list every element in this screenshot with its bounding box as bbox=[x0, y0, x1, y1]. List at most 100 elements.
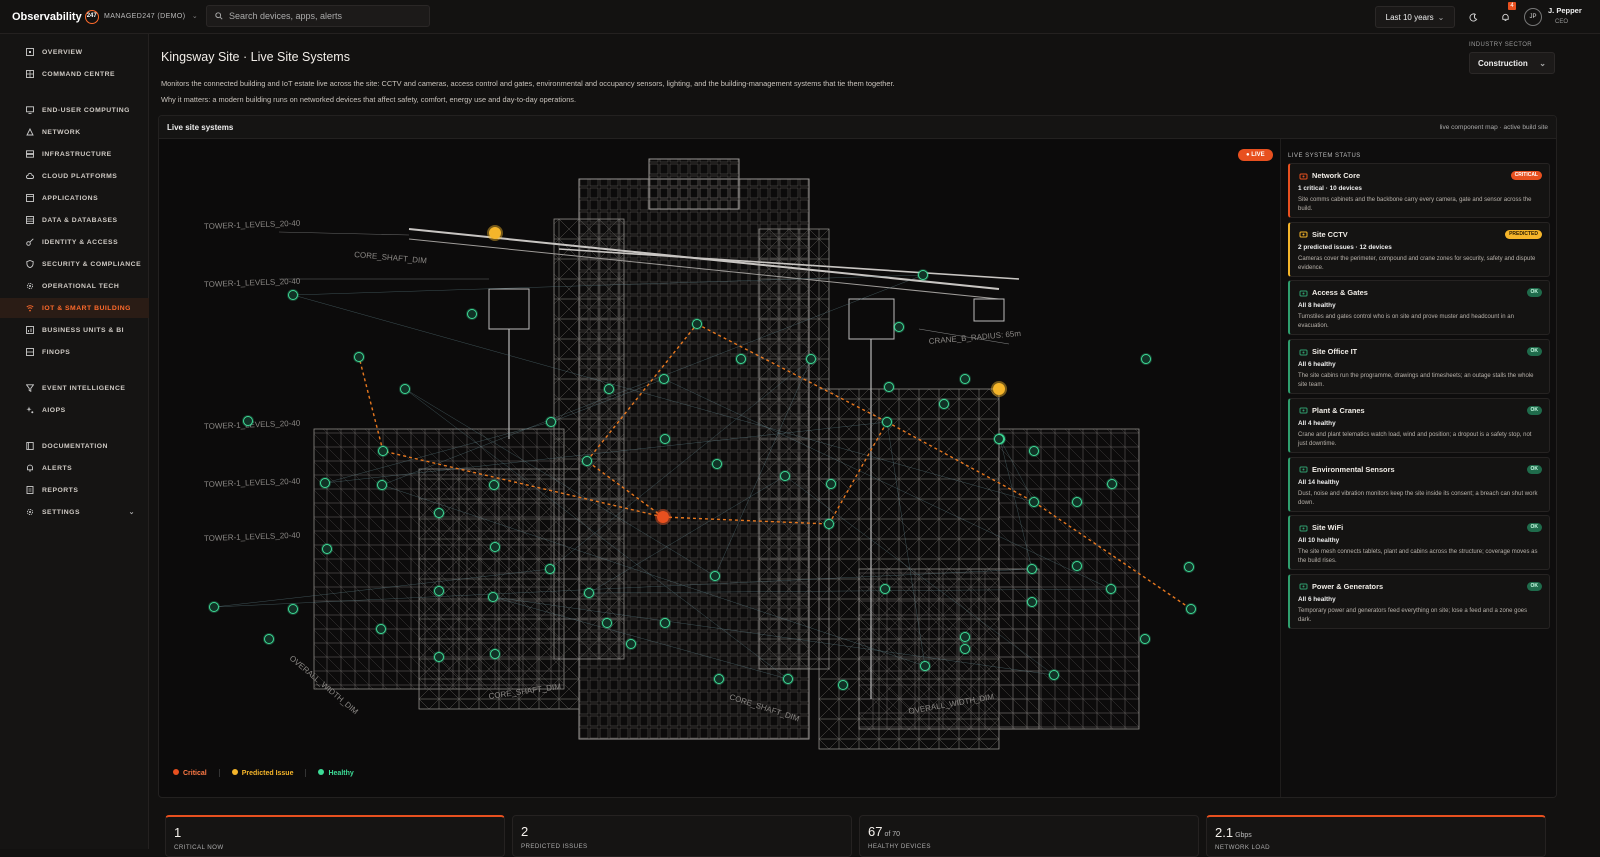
search-box[interactable] bbox=[206, 5, 430, 27]
healthy-device-node[interactable] bbox=[319, 477, 331, 489]
healthy-device-node[interactable] bbox=[1139, 633, 1151, 645]
healthy-device-node[interactable] bbox=[583, 587, 595, 599]
avatar[interactable]: JP bbox=[1524, 8, 1542, 26]
healthy-device-node[interactable] bbox=[879, 583, 891, 595]
healthy-device-node[interactable] bbox=[433, 507, 445, 519]
sidebar-item-infrastructure[interactable]: INFRASTRUCTURE bbox=[0, 144, 149, 164]
sidebar-item-iot-smart-building[interactable]: IOT & SMART BUILDING bbox=[0, 298, 149, 318]
sidebar-item-reports[interactable]: REPORTS bbox=[0, 480, 149, 500]
theme-toggle-button[interactable] bbox=[1462, 6, 1484, 28]
healthy-device-node[interactable] bbox=[1048, 669, 1060, 681]
sidebar-item-overview[interactable]: OVERVIEW bbox=[0, 42, 149, 62]
kpi-predicted-issues[interactable]: 2 PREDICTED ISSUES bbox=[512, 815, 852, 857]
healthy-device-node[interactable] bbox=[601, 617, 613, 629]
healthy-device-node[interactable] bbox=[625, 638, 637, 650]
healthy-device-node[interactable] bbox=[659, 617, 671, 629]
healthy-device-node[interactable] bbox=[487, 591, 499, 603]
healthy-device-node[interactable] bbox=[825, 478, 837, 490]
predicted-device-node[interactable] bbox=[487, 225, 503, 241]
healthy-device-node[interactable] bbox=[376, 479, 388, 491]
healthy-device-node[interactable] bbox=[287, 289, 299, 301]
healthy-device-node[interactable] bbox=[1071, 496, 1083, 508]
notifications-button[interactable] bbox=[1494, 6, 1516, 28]
site-map-canvas[interactable]: TOWER-1_LEVELS_20-40TOWER-1_LEVELS_20-40… bbox=[159, 139, 1280, 798]
healthy-device-node[interactable] bbox=[353, 351, 365, 363]
healthy-device-node[interactable] bbox=[709, 570, 721, 582]
sidebar-item-documentation[interactable]: DOCUMENTATION bbox=[0, 436, 149, 456]
healthy-device-node[interactable] bbox=[1026, 596, 1038, 608]
healthy-device-node[interactable] bbox=[1028, 496, 1040, 508]
critical-device-node[interactable] bbox=[655, 509, 671, 525]
industry-sector-select[interactable]: Construction ⌄ bbox=[1469, 52, 1555, 74]
healthy-device-node[interactable] bbox=[375, 623, 387, 635]
sidebar-item-alerts[interactable]: ALERTS bbox=[0, 458, 149, 478]
healthy-device-node[interactable] bbox=[959, 373, 971, 385]
healthy-device-node[interactable] bbox=[466, 308, 478, 320]
healthy-device-node[interactable] bbox=[659, 433, 671, 445]
sidebar-item-identity-access[interactable]: IDENTITY & ACCESS bbox=[0, 232, 149, 252]
healthy-device-node[interactable] bbox=[581, 455, 593, 467]
healthy-device-node[interactable] bbox=[489, 648, 501, 660]
healthy-device-node[interactable] bbox=[1071, 560, 1083, 572]
healthy-device-node[interactable] bbox=[287, 603, 299, 615]
healthy-device-node[interactable] bbox=[377, 445, 389, 457]
healthy-device-node[interactable] bbox=[883, 381, 895, 393]
healthy-device-node[interactable] bbox=[1028, 445, 1040, 457]
healthy-device-node[interactable] bbox=[1140, 353, 1152, 365]
healthy-device-node[interactable] bbox=[938, 398, 950, 410]
healthy-device-node[interactable] bbox=[603, 383, 615, 395]
sidebar-item-data-databases[interactable]: DATA & DATABASES bbox=[0, 210, 149, 230]
healthy-device-node[interactable] bbox=[691, 318, 703, 330]
healthy-device-node[interactable] bbox=[1105, 583, 1117, 595]
app-logo[interactable]: Observability 247 bbox=[12, 10, 99, 24]
healthy-device-node[interactable] bbox=[1185, 603, 1197, 615]
sidebar-item-aiops[interactable]: AIOPS bbox=[0, 400, 149, 420]
healthy-device-node[interactable] bbox=[321, 543, 333, 555]
healthy-device-node[interactable] bbox=[263, 633, 275, 645]
healthy-device-node[interactable] bbox=[488, 479, 500, 491]
healthy-device-node[interactable] bbox=[1026, 563, 1038, 575]
healthy-device-node[interactable] bbox=[805, 353, 817, 365]
healthy-device-node[interactable] bbox=[1106, 478, 1118, 490]
sidebar-item-finops[interactable]: FINOPS bbox=[0, 342, 149, 362]
sidebar-item-business-units-bi[interactable]: BUSINESS UNITS & BI bbox=[0, 320, 149, 340]
sidebar-item-security-compliance[interactable]: SECURITY & COMPLIANCE bbox=[0, 254, 149, 274]
healthy-device-node[interactable] bbox=[823, 518, 835, 530]
healthy-device-node[interactable] bbox=[993, 433, 1005, 445]
kpi-critical-now[interactable]: 1 CRITICAL NOW bbox=[165, 815, 505, 857]
sidebar-item-cloud-platforms[interactable]: CLOUD PLATFORMS bbox=[0, 166, 149, 186]
healthy-device-node[interactable] bbox=[919, 660, 931, 672]
healthy-device-node[interactable] bbox=[658, 373, 670, 385]
healthy-device-node[interactable] bbox=[713, 673, 725, 685]
healthy-device-node[interactable] bbox=[893, 321, 905, 333]
healthy-device-node[interactable] bbox=[242, 415, 254, 427]
healthy-device-node[interactable] bbox=[959, 631, 971, 643]
healthy-device-node[interactable] bbox=[837, 679, 849, 691]
sidebar-item-command-centre[interactable]: COMMAND CENTRE bbox=[0, 64, 149, 84]
healthy-device-node[interactable] bbox=[735, 353, 747, 365]
healthy-device-node[interactable] bbox=[881, 416, 893, 428]
healthy-device-node[interactable] bbox=[959, 643, 971, 655]
sidebar-item-settings[interactable]: SETTINGS⌄ bbox=[0, 502, 149, 522]
sidebar-item-network[interactable]: NETWORK bbox=[0, 122, 149, 142]
healthy-device-node[interactable] bbox=[711, 458, 723, 470]
healthy-device-node[interactable] bbox=[433, 651, 445, 663]
tenant-selector[interactable]: MANAGED247 (DEMO) ⌄ bbox=[104, 12, 198, 20]
healthy-device-node[interactable] bbox=[433, 585, 445, 597]
time-range-select[interactable]: Last 10 years ⌄ bbox=[1375, 6, 1455, 28]
healthy-device-node[interactable] bbox=[779, 470, 791, 482]
healthy-device-node[interactable] bbox=[917, 269, 929, 281]
predicted-device-node[interactable] bbox=[991, 381, 1007, 397]
healthy-device-node[interactable] bbox=[545, 416, 557, 428]
